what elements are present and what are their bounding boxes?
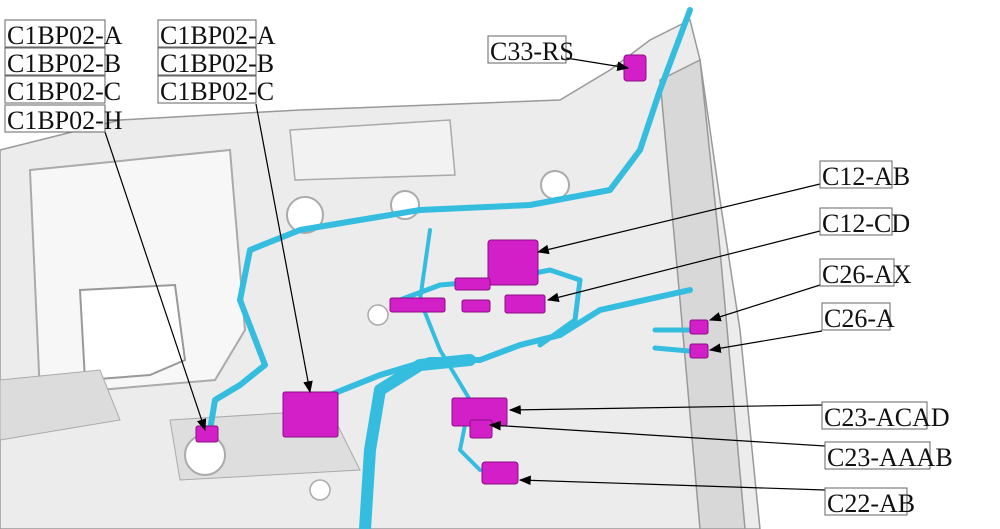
callout-box: [824, 441, 931, 470]
connector-c12-cd: [504, 294, 546, 314]
callout-c12-cd: C12-CD: [819, 207, 910, 238]
callout-c12-ab: C12-AB: [819, 160, 910, 191]
callout-c26-ax: C26-AX: [819, 258, 912, 289]
callout-box: [157, 47, 257, 76]
leader-line-c26-ax: [708, 284, 821, 322]
callout-c1bp02-a-1: C1BP02-A: [4, 19, 123, 50]
leader-line-c23-acad: [508, 404, 823, 415]
leader-line-c12-ab: [536, 183, 821, 255]
callout-text: C26-A: [824, 304, 895, 333]
callout-c1bp02-c-1: C1BP02-C: [4, 75, 121, 106]
callout-text: C1BP02-C: [7, 77, 121, 106]
callout-c23-aaab: C23-AAAB: [824, 441, 953, 472]
leader-line-c1bp02-h: [104, 131, 207, 432]
callout-box: [4, 47, 106, 76]
callout-text: C1BP02-B: [160, 49, 274, 78]
callout-text: C26-AX: [822, 260, 912, 289]
callout-box: [819, 207, 893, 236]
callout-box: [4, 19, 106, 48]
leader-line-c23-aaab: [488, 420, 826, 447]
leader-line-c1bp02-c-2: [255, 103, 313, 394]
leader-line-c33-rs: [565, 57, 630, 72]
leader-line-c26-a: [708, 330, 823, 353]
connector-c22-ab: [481, 461, 519, 485]
callout-c26-a: C26-A: [821, 302, 895, 333]
connector-c1bp02-h: [195, 425, 219, 443]
connector-c12-ab: [487, 239, 539, 286]
callout-box: [487, 35, 567, 64]
callout-c1bp02-h: C1BP02-H: [4, 104, 123, 135]
callout-box: [4, 104, 106, 133]
callout-text: C1BP02-B: [7, 49, 121, 78]
callout-text: C1BP02-A: [7, 21, 123, 50]
callout-text: C1BP02-H: [7, 106, 123, 135]
callout-c33-rs: C33-RS: [487, 35, 574, 66]
wiring-harness: [207, 7, 703, 529]
callout-labels: C1BP02-AC1BP02-BC1BP02-CC1BP02-HC1BP02-A…: [4, 19, 953, 518]
callout-box: [821, 401, 928, 430]
callout-box: [157, 75, 257, 104]
connectors: [195, 54, 709, 485]
connector-c23-aaab: [469, 419, 493, 439]
connector-c1bp02-abc: [282, 391, 339, 438]
leader-line-c22-ab: [518, 475, 826, 491]
callout-c1bp02-b-2: C1BP02-B: [157, 47, 274, 78]
callout-box: [819, 160, 893, 189]
door-inner-panel: [0, 18, 761, 529]
callout-c22-ab: C22-AB: [824, 487, 915, 518]
leader-line-c12-cd: [546, 230, 821, 302]
callout-text: C23-ACAD: [824, 403, 950, 432]
callout-box: [824, 487, 908, 516]
callout-c23-acad: C23-ACAD: [821, 401, 950, 432]
connector-c26-ax: [689, 319, 709, 335]
callout-text: C12-CD: [822, 209, 910, 238]
leader-lines: [104, 57, 826, 491]
callout-c1bp02-a-2: C1BP02-A: [157, 19, 276, 50]
callout-c1bp02-b-1: C1BP02-B: [4, 47, 121, 78]
callout-box: [821, 302, 891, 331]
callout-text: C33-RS: [490, 37, 574, 66]
callout-text: C23-AAAB: [827, 443, 953, 472]
callout-box: [157, 19, 257, 48]
callout-text: C1BP02-C: [160, 77, 274, 106]
callout-c1bp02-c-2: C1BP02-C: [157, 75, 274, 106]
callout-text: C12-AB: [822, 162, 910, 191]
callout-box: [4, 75, 106, 104]
connector-c26-a: [689, 343, 709, 359]
callout-text: C1BP02-A: [160, 21, 276, 50]
callout-box: [819, 258, 895, 287]
callout-text: C22-AB: [827, 489, 915, 518]
